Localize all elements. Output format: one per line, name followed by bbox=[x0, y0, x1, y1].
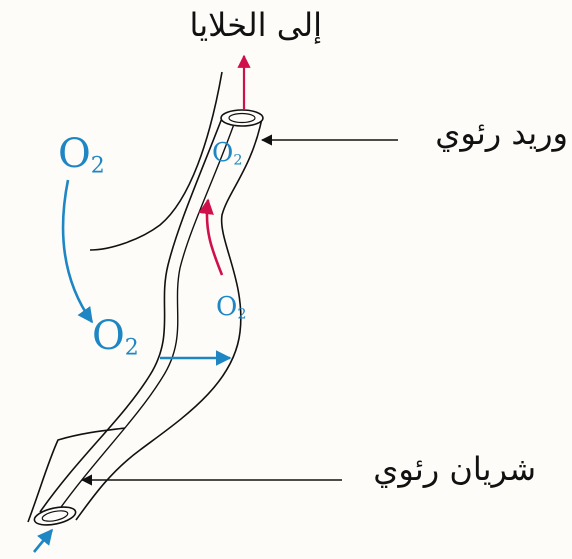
o2-air-label: O2 bbox=[58, 131, 105, 179]
pulmonary-vein-label: وريد رئوي bbox=[435, 114, 568, 152]
oxygen-diffusion-arrow bbox=[61, 179, 94, 324]
o2-diffused-label: O2 bbox=[92, 313, 139, 361]
o2-vein-label: O2 bbox=[212, 138, 243, 169]
o2-capillary-label: O2 bbox=[216, 292, 247, 323]
artery-inflow-arrow bbox=[32, 528, 54, 553]
to-cells-label: إلى الخلايا bbox=[189, 6, 322, 44]
vessel-right-wall bbox=[75, 117, 263, 521]
artery-opening bbox=[33, 506, 77, 526]
pulmonary-artery-label: شريان رئوي bbox=[373, 450, 536, 488]
alveolus-outline bbox=[89, 71, 223, 251]
vein-opening bbox=[220, 109, 264, 127]
artery-opening-inner bbox=[41, 510, 69, 522]
vein-opening-inner bbox=[228, 112, 256, 124]
blood-flow-arrow bbox=[198, 198, 224, 276]
vessel-inner-wall bbox=[55, 123, 235, 515]
vessel-left-wall bbox=[39, 117, 223, 513]
